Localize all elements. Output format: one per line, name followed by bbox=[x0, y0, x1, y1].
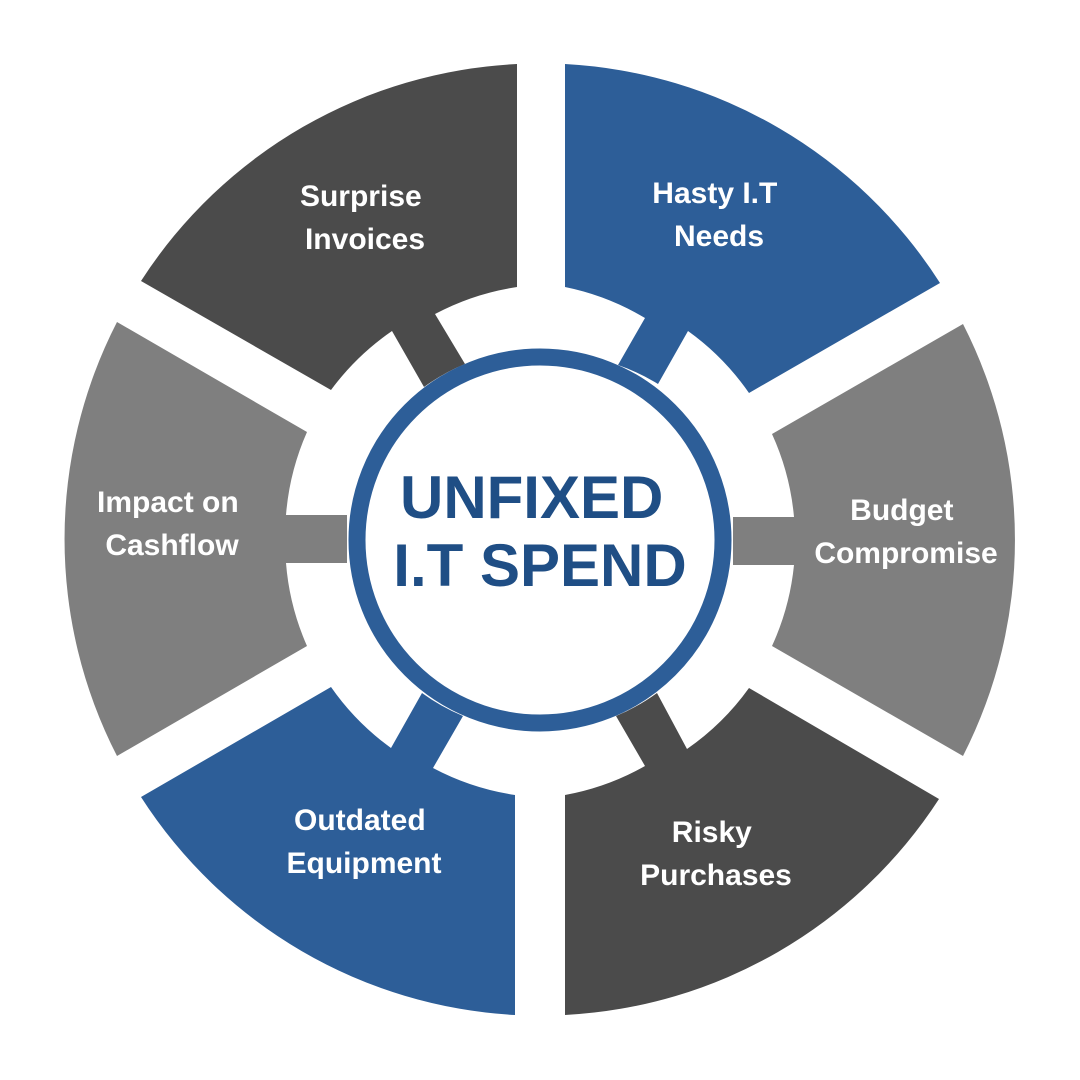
segment-hasty-it-needs-line2: Needs bbox=[674, 220, 764, 253]
segment-outdated-equipment-label: Outdated Equipment bbox=[287, 804, 442, 880]
segment-surprise-invoices-line2: Invoices bbox=[305, 223, 425, 256]
segment-risky-purchases-line1: Risky bbox=[672, 816, 752, 849]
segment-outdated-equipment-line1: Outdated bbox=[294, 804, 426, 837]
segment-impact-on-cashflow-shape bbox=[64, 322, 347, 756]
segment-hasty-it-needs: Hasty I.T Needs bbox=[565, 64, 940, 393]
segment-impact-on-cashflow-label: Impact on Cashflow bbox=[97, 486, 247, 562]
segment-outdated-equipment: Outdated Equipment bbox=[141, 687, 515, 1015]
segment-budget-compromise-shape bbox=[733, 324, 1015, 756]
segment-hasty-it-needs-line1: Hasty I.T bbox=[652, 177, 777, 210]
center-hub: UNFIXED I.T SPEND bbox=[348, 348, 732, 732]
segment-impact-on-cashflow-line2: Cashflow bbox=[105, 529, 239, 562]
segment-outdated-equipment-line2: Equipment bbox=[287, 847, 442, 880]
segment-budget-compromise: Budget Compromise bbox=[733, 324, 1015, 756]
segment-surprise-invoices-line1: Surprise bbox=[300, 180, 422, 213]
segment-impact-on-cashflow: Impact on Cashflow bbox=[64, 322, 347, 756]
segment-surprise-invoices-shape bbox=[141, 64, 517, 390]
segment-impact-on-cashflow-line1: Impact on bbox=[97, 486, 239, 519]
segment-risky-purchases-shape bbox=[565, 688, 939, 1015]
segment-budget-compromise-label: Budget Compromise bbox=[814, 494, 997, 570]
segment-surprise-invoices-label: Surprise Invoices bbox=[300, 180, 430, 256]
center-title: UNFIXED I.T SPEND bbox=[393, 464, 686, 599]
center-title-line2: I.T SPEND bbox=[393, 532, 686, 599]
segment-hasty-it-needs-shape bbox=[565, 64, 940, 393]
segment-hasty-it-needs-label: Hasty I.T Needs bbox=[652, 177, 785, 253]
segment-surprise-invoices: Surprise Invoices bbox=[141, 64, 517, 390]
segment-risky-purchases: Risky Purchases bbox=[565, 688, 939, 1015]
segment-risky-purchases-line2: Purchases bbox=[640, 859, 792, 892]
segment-budget-compromise-line2: Compromise bbox=[814, 537, 997, 570]
segment-budget-compromise-line1: Budget bbox=[850, 494, 953, 527]
center-ring bbox=[348, 348, 732, 732]
segment-risky-purchases-label: Risky Purchases bbox=[640, 816, 792, 892]
center-title-line1: UNFIXED bbox=[400, 464, 663, 531]
segment-outdated-equipment-shape bbox=[141, 687, 515, 1015]
